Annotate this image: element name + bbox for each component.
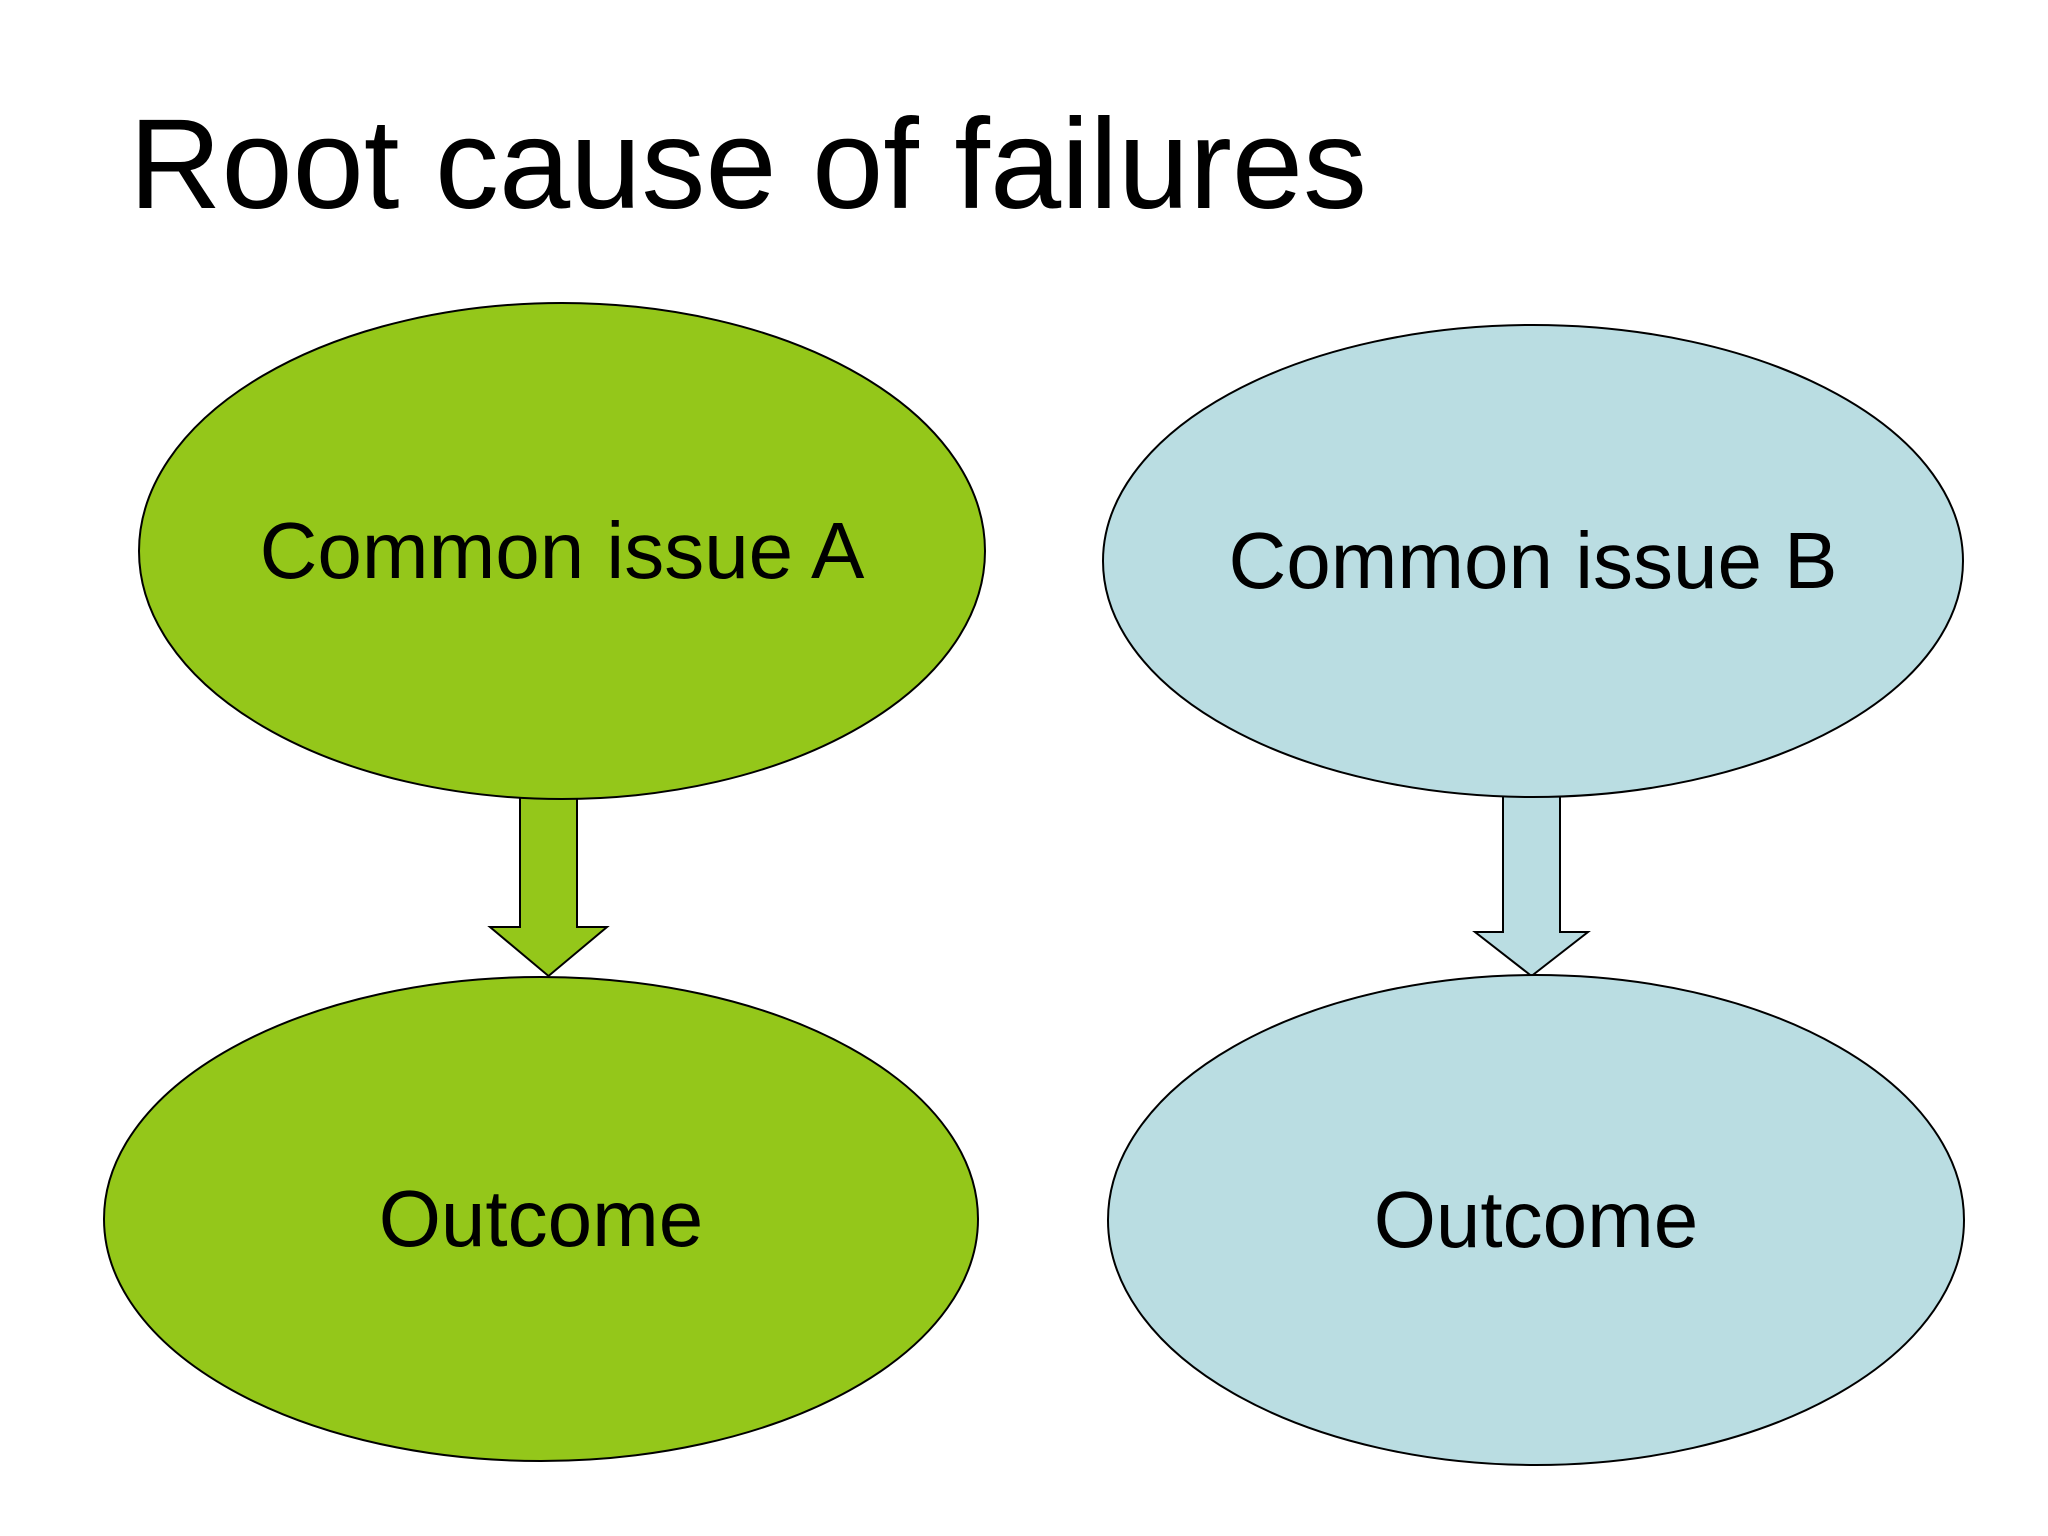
node-common-issue-b	[1102, 324, 1964, 798]
down-arrow-b	[1472, 784, 1591, 978]
down-arrow-a	[487, 781, 610, 978]
node-common-issue-a	[138, 302, 986, 800]
slide-title: Root cause of failures	[129, 93, 1367, 236]
node-outcome-b	[1107, 974, 1965, 1466]
node-outcome-a	[103, 976, 979, 1462]
